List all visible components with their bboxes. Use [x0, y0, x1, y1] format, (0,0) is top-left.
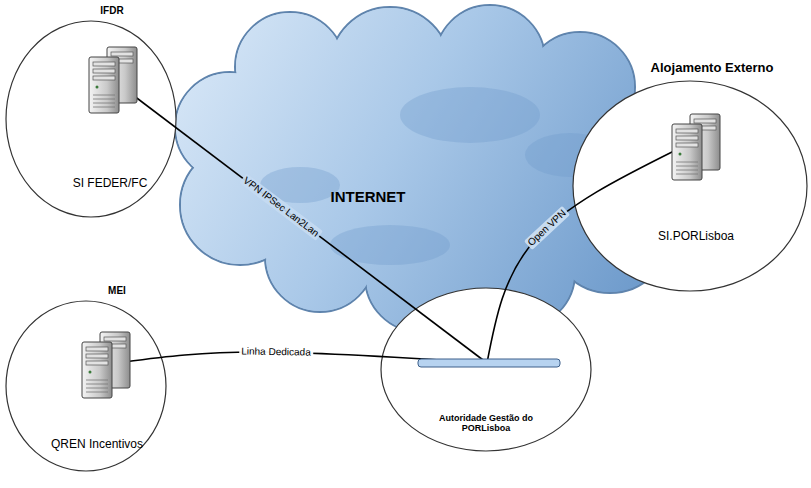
- ellipse-outline: [6, 21, 176, 217]
- network-bar: [418, 359, 560, 367]
- site-circle: IFDRSI FEDER/FC: [5, 20, 177, 218]
- network-link: [113, 80, 487, 363]
- node-label: INTERNET: [331, 188, 406, 205]
- ellipse-outline: [6, 301, 166, 471]
- link-label: Open VPN: [524, 206, 570, 250]
- node-label: Autoridade Gestão do PORLisboa: [430, 413, 542, 434]
- node-heading: Alojamento Externo: [651, 61, 774, 76]
- server-icon: [672, 114, 720, 180]
- ellipse-outline: [381, 288, 591, 451]
- network-link: [487, 150, 676, 363]
- cloud-shade: [400, 87, 540, 143]
- server-icon: [89, 47, 137, 113]
- site-circle: Autoridade Gestão do PORLisboa: [380, 287, 592, 452]
- node-heading: IFDR: [100, 5, 123, 17]
- cloud-shade: [330, 225, 450, 265]
- node-label: SI.PORLisboa: [658, 230, 734, 244]
- node-label: QREN Incentivos: [51, 438, 143, 452]
- link-label: VPN IPSec Lan2Lan: [240, 174, 324, 241]
- link-label: Linha Dedicada: [239, 346, 313, 359]
- node-heading: MEI: [108, 285, 126, 297]
- node-label: SI FEDER/FC: [73, 177, 148, 191]
- server-icon: [82, 332, 130, 398]
